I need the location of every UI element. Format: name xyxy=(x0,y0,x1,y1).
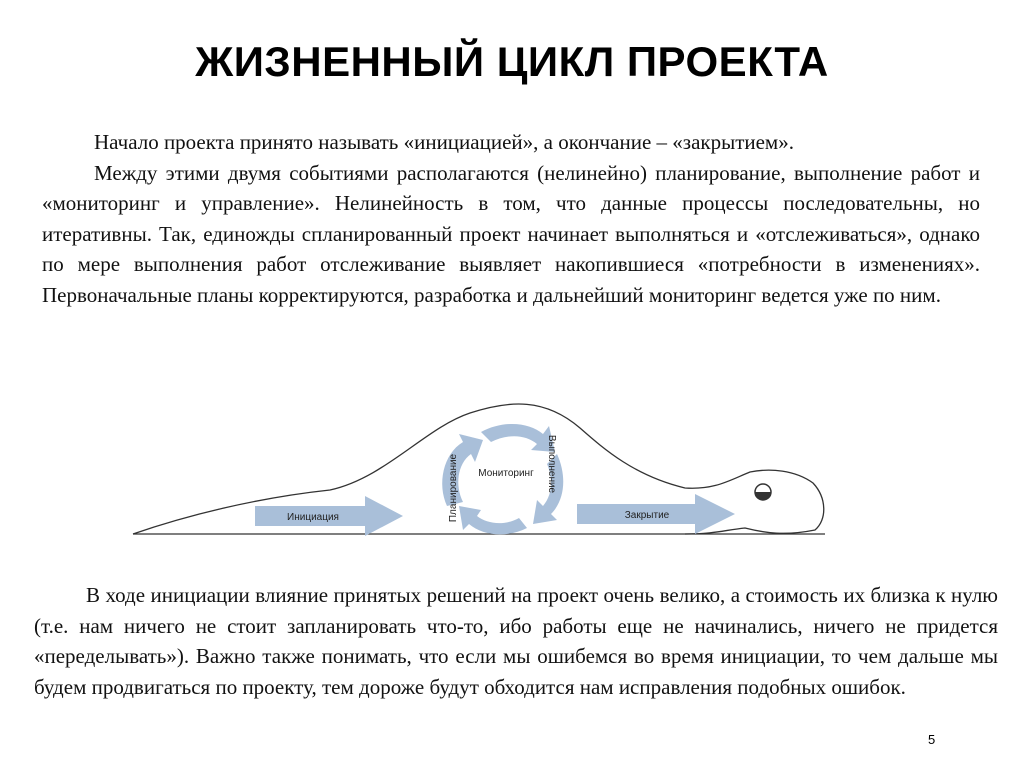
initiation-arrow xyxy=(255,496,403,536)
intro-body-text: Между этими двумя событиями располагаютс… xyxy=(42,160,980,307)
page-number: 5 xyxy=(928,732,936,747)
closing-label: Закрытие xyxy=(625,510,670,521)
planning-label: Планирование xyxy=(448,453,459,522)
execution-label: Выполнение xyxy=(546,435,557,494)
planning-arrow xyxy=(442,434,483,506)
monitoring-label: Мониторинг xyxy=(478,468,534,479)
intro-first-line: Начало проекта принято называть «инициац… xyxy=(94,130,794,154)
closing-arrow xyxy=(577,494,735,534)
intro-paragraph: Начало проекта принято называть «инициац… xyxy=(42,127,980,310)
initiation-label: Инициация xyxy=(287,512,339,523)
lifecycle-outline xyxy=(132,403,825,535)
execution-arrow xyxy=(533,454,564,524)
initiation-paragraph: В ходе инициации влияние принятых решени… xyxy=(34,583,998,699)
project-lifecycle-diagram: Инициация Планирование Мониторинг Выполн… xyxy=(125,388,835,540)
slide-title: ЖИЗНЕННЫЙ ЦИКЛ ПРОЕКТА xyxy=(195,38,829,85)
top-cycle-arrow xyxy=(481,423,555,452)
bottom-cycle-arrow xyxy=(459,506,527,535)
